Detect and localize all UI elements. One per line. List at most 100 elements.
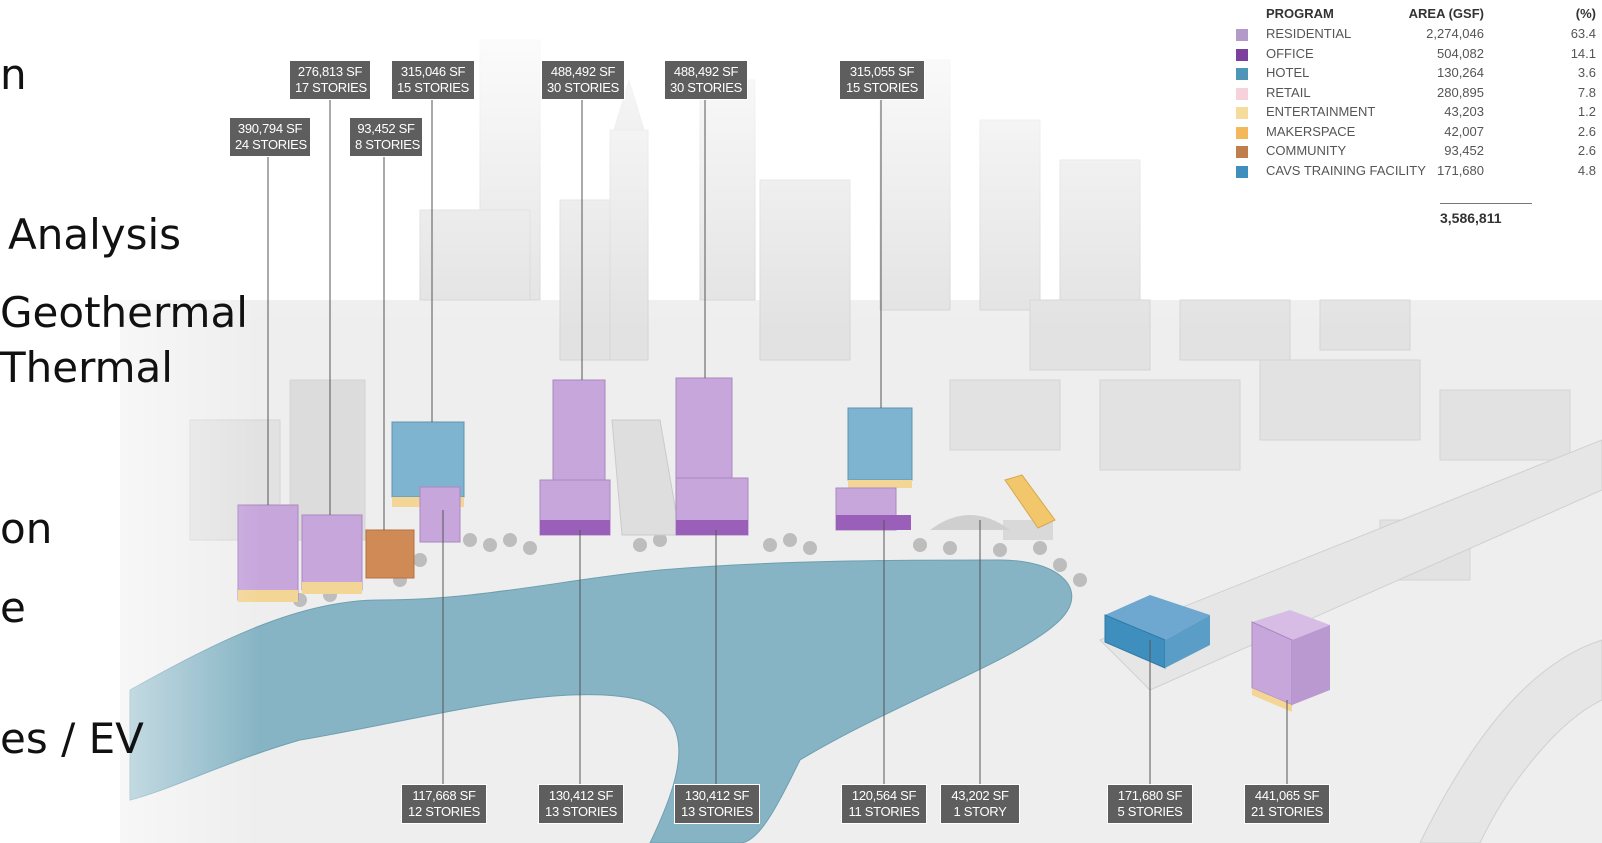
legend-program-name: OFFICE <box>1266 45 1314 61</box>
legend-row: OFFICE 504,082 14.1 <box>1236 46 1596 65</box>
legend-pct-value: 3.6 <box>1577 65 1596 80</box>
label-area: 488,492 SF <box>550 64 616 79</box>
building-community <box>365 529 415 579</box>
building-label: 315,055 SF 15 STORIES <box>839 60 925 100</box>
legend-program-name: RETAIL <box>1266 84 1311 100</box>
leader-lines <box>267 100 1288 785</box>
legend-area-value: 42,007 <box>1444 123 1484 139</box>
total-rule <box>1440 203 1532 204</box>
label-stories: 15 STORIES <box>846 80 918 95</box>
legend-area-value: 93,452 <box>1444 143 1484 158</box>
building-label: 276,813 SF 17 STORIES <box>289 60 371 100</box>
slide-text-line-4: Thermal <box>0 343 173 392</box>
label-stories: 21 STORIES <box>1251 804 1323 819</box>
label-area: 120,564 SF <box>851 788 917 803</box>
building-label: 390,794 SF 24 STORIES <box>229 117 311 157</box>
legend-row: MAKERSPACE 42,007 2.6 <box>1236 124 1596 143</box>
legend-pct-value: 1.2 <box>1577 104 1596 119</box>
label-stories: 15 STORIES <box>397 80 469 95</box>
legend-row: COMMUNITY 93,452 2.6 <box>1236 143 1596 162</box>
building-label: 130,412 SF 13 STORIES <box>538 784 624 824</box>
building-label: 171,680 SF 5 STORIES <box>1107 784 1193 824</box>
building-label: 130,412 SF 13 STORIES <box>674 784 760 824</box>
legend-swatch <box>1236 165 1248 178</box>
label-stories: 5 STORIES <box>1117 804 1183 819</box>
building-hotel-right <box>835 407 913 531</box>
legend-program-name: COMMUNITY <box>1266 143 1347 158</box>
building-podium-left <box>419 486 461 543</box>
label-area: 117,668 SF <box>412 788 476 803</box>
building-label: 93,452 SF 8 STORIES <box>349 117 423 157</box>
legend-pct-value: 4.8 <box>1577 162 1596 178</box>
building-label: 43,202 SF 1 STORY <box>940 784 1020 824</box>
legend-row: RETAIL 280,895 7.8 <box>1236 85 1596 104</box>
legend-swatch <box>1236 68 1248 80</box>
slide-text-line-2: Analysis <box>8 210 182 259</box>
label-stories: 12 STORIES <box>408 804 480 819</box>
legend-swatch <box>1236 146 1248 158</box>
legend-area-value: 504,082 <box>1437 45 1484 61</box>
tower-right <box>1251 610 1330 712</box>
label-stories: 11 STORIES <box>848 804 920 819</box>
label-stories: 1 STORY <box>953 804 1007 819</box>
slide-text-line-3: Geothermal <box>0 288 248 337</box>
slide-text-line-7: es / EV <box>0 714 144 763</box>
tower-center-right <box>675 377 749 536</box>
legend-swatch <box>1236 87 1248 100</box>
slide-text-line-1: n <box>0 50 27 99</box>
label-area: 488,492 SF <box>673 64 739 79</box>
label-area: 390,794 SF <box>237 121 303 136</box>
legend-swatch <box>1236 126 1248 139</box>
label-stories: 17 STORIES <box>295 80 367 95</box>
legend-program-name: ENTERTAINMENT <box>1266 104 1376 119</box>
legend-swatch <box>1236 29 1248 41</box>
legend-area-value: 171,680 <box>1437 162 1484 178</box>
building-left-2 <box>301 514 363 594</box>
building-label: 117,668 SF 12 STORIES <box>401 784 487 824</box>
legend-swatch <box>1236 48 1248 61</box>
label-area: 315,055 SF <box>849 64 915 79</box>
legend-pct-value: 7.8 <box>1577 84 1596 100</box>
river <box>129 559 1073 843</box>
building-label: 488,492 SF 30 STORIES <box>664 60 748 100</box>
label-area: 441,065 SF <box>1254 788 1320 803</box>
label-stories: 13 STORIES <box>545 804 617 819</box>
label-area: 130,412 SF <box>548 788 614 803</box>
label-area: 276,813 SF <box>297 64 363 79</box>
legend-pct-value: 2.6 <box>1577 143 1596 158</box>
label-area: 171,680 SF <box>1117 788 1183 803</box>
tower-center-left <box>539 379 611 536</box>
label-stories: 8 STORIES <box>355 137 420 152</box>
legend-area-value: 280,895 <box>1437 84 1484 100</box>
building-label: 441,065 SF 21 STORIES <box>1244 784 1330 824</box>
label-stories: 30 STORIES <box>547 80 619 95</box>
trees <box>293 533 1087 607</box>
legend-row: CAVS TRAINING FACILITY 171,680 4.8 <box>1236 163 1596 182</box>
legend-area-value: 2,274,046 <box>1426 26 1484 41</box>
legend-total: 3,586,811 <box>1440 210 1502 226</box>
slide-text-line-6: e <box>0 583 26 632</box>
label-stories: 24 STORIES <box>235 137 307 152</box>
slide-text-line-5: on <box>0 504 53 553</box>
legend-row: ENTERTAINMENT 43,203 1.2 <box>1236 104 1596 123</box>
label-area: 315,046 SF <box>400 64 466 79</box>
legend-pct-value: 2.6 <box>1577 123 1596 139</box>
legend-program-name: HOTEL <box>1266 65 1310 80</box>
legend-area-value: 43,203 <box>1444 104 1484 119</box>
legend-header-area: AREA (GSF) <box>1408 6 1484 21</box>
label-area: 130,412 SF <box>684 788 750 803</box>
legend-pct-value: 14.1 <box>1570 45 1596 61</box>
label-area: 93,452 SF <box>357 121 415 136</box>
label-stories: 30 STORIES <box>670 80 742 95</box>
legend-header-program: PROGRAM <box>1266 6 1334 21</box>
legend-area-value: 130,264 <box>1437 65 1484 80</box>
legend-program-name: RESIDENTIAL <box>1266 26 1352 41</box>
legend-program-name: MAKERSPACE <box>1266 123 1356 139</box>
legend-row: HOTEL 130,264 3.6 <box>1236 65 1596 84</box>
legend-program-name: CAVS TRAINING FACILITY <box>1266 162 1426 178</box>
legend-swatch <box>1236 107 1248 119</box>
legend-header-pct: (%) <box>1575 6 1596 21</box>
building-label: 120,564 SF 11 STORIES <box>841 784 927 824</box>
